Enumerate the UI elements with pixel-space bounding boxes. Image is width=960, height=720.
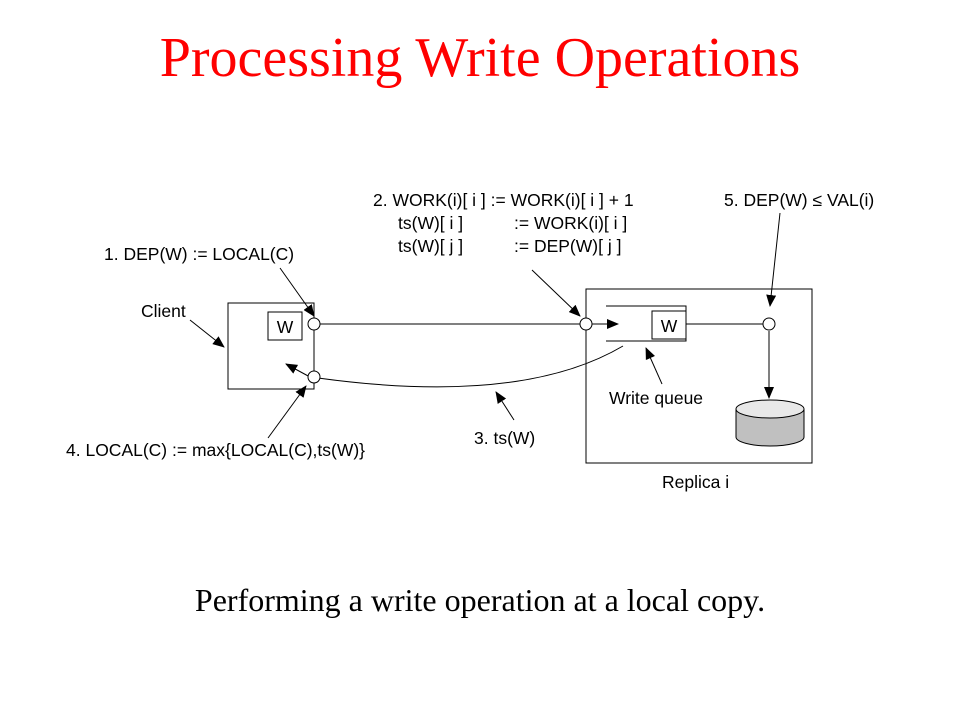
replica-check-point <box>762 317 776 331</box>
slide-title: Processing Write Operations <box>159 27 801 89</box>
replica-label: Replica i <box>662 472 729 492</box>
slide-caption: Performing a write operation at a local … <box>194 582 766 618</box>
step1-pointer <box>279 267 315 317</box>
replica-box <box>585 288 813 464</box>
return-arrow <box>285 363 311 378</box>
step2-line1: 2. WORK(i)[ i ] := WORK(i)[ i ] + 1 <box>373 190 634 210</box>
write-queue-label: Write queue <box>609 388 703 408</box>
step4-label: 4. LOCAL(C) := max{LOCAL(C),ts(W)} <box>66 440 365 460</box>
client-receive-point <box>307 370 321 384</box>
client-pointer <box>189 319 225 348</box>
replica-receive-point <box>579 317 593 331</box>
replica-write-box <box>651 310 687 340</box>
client-write-box <box>267 311 303 341</box>
step2-line2b: := WORK(i)[ i ] <box>514 213 627 233</box>
step1-label: 1. DEP(W) := LOCAL(C) <box>104 244 294 264</box>
step5-label: 5. DEP(W) ≤ VAL(i) <box>724 190 874 210</box>
return-curve <box>317 345 624 388</box>
step3-label: 3. ts(W) <box>474 428 535 448</box>
step5-pointer <box>766 212 781 307</box>
step2-line3a: ts(W)[ j ] <box>398 236 463 256</box>
step2-line2a: ts(W)[ i ] <box>398 213 463 233</box>
step4-pointer <box>267 385 307 439</box>
client-box <box>227 302 315 390</box>
client-send-point <box>307 317 321 331</box>
client-label: Client <box>141 301 186 321</box>
replica-write-label: W <box>661 316 678 336</box>
write-queue-pointer <box>645 347 663 385</box>
database-icon <box>735 399 805 447</box>
client-write-label: W <box>277 317 294 337</box>
step3-pointer <box>495 391 515 421</box>
step2-line3b: := DEP(W)[ j ] <box>514 236 621 256</box>
step2-pointer <box>531 269 581 317</box>
